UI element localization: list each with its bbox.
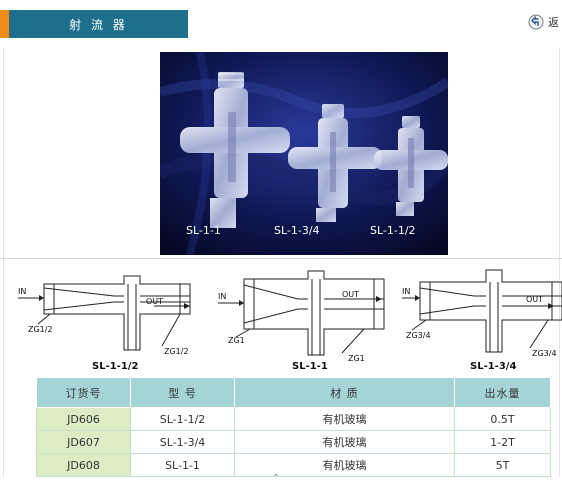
diagram-1-caption: SL-1-1/2: [92, 361, 139, 372]
diagram-2-left-thread-label: ZG1: [228, 336, 245, 345]
output-cell: 1-2T: [454, 430, 551, 454]
left-divider: [3, 48, 4, 478]
section-separator: [0, 258, 562, 259]
order-no-cell: JD608: [36, 453, 131, 477]
material-cell: 有机玻璃: [234, 407, 455, 431]
diagram-1-left-thread-label: ZG1/2: [28, 325, 53, 334]
photo-label-2: SL-1-3/4: [274, 224, 320, 237]
diagram-2-in-label: IN: [218, 292, 226, 301]
order-no-cell: JD607: [36, 430, 131, 454]
scroll-up-icon[interactable]: ⌃: [272, 473, 281, 484]
back-link-label: 返: [548, 16, 559, 29]
output-cell: 5T: [454, 453, 551, 477]
diagram-3-out-label: OUT: [526, 295, 543, 304]
col-header-order-no: 订货号: [36, 377, 131, 408]
diagram-sl-1-3-4: IN OUT ZG3/4 ZG3/4: [402, 269, 562, 358]
col-header-material: 材 质: [234, 377, 455, 408]
photo-label-1: SL-1-1: [186, 224, 221, 237]
model-cell: SL-1-3/4: [130, 430, 235, 454]
col-header-output: 出水量: [454, 377, 551, 408]
photo-label-3: SL-1-1/2: [370, 224, 416, 237]
table-row: JD607 SL-1-3/4 有机玻璃 1-2T: [36, 430, 551, 454]
ejector-large-photo: [180, 72, 290, 228]
back-link[interactable]: 返: [528, 14, 559, 30]
table-header-row: 订货号 型 号 材 质 出水量: [36, 377, 551, 408]
model-cell: SL-1-1/2: [130, 407, 235, 431]
table-row: JD608 SL-1-1 有机玻璃 5T: [36, 453, 551, 477]
table-row: JD606 SL-1-1/2 有机玻璃 0.5T: [36, 407, 551, 431]
right-divider: [559, 48, 560, 478]
spec-table: 订货号 型 号 材 质 出水量 JD606 SL-1-1/2 有机玻璃 0.5T…: [36, 377, 551, 477]
col-header-model: 型 号: [130, 377, 235, 408]
ejector-small-photo: [374, 116, 448, 216]
diagram-1-right-thread-label: ZG1/2: [164, 347, 189, 356]
diagram-1-out-label: OUT: [146, 297, 163, 306]
back-arrow-icon: [528, 14, 544, 30]
order-no-cell: JD606: [36, 407, 131, 431]
output-cell: 0.5T: [454, 407, 551, 431]
ejector-medium-photo: [288, 104, 382, 222]
diagram-2-right-thread-label: ZG1: [348, 354, 365, 363]
header-accent-bar: [0, 10, 9, 38]
diagram-3-in-label: IN: [402, 287, 410, 296]
section-title: 射 流 器: [69, 17, 128, 32]
diagram-sl-1-1: IN OUT ZG1 ZG1: [218, 270, 385, 363]
product-photo: SL-1-1 SL-1-3/4 SL-1-1/2: [160, 52, 448, 255]
diagram-3-caption: SL-1-3/4: [470, 361, 517, 372]
section-title-bar: 射 流 器: [9, 10, 188, 38]
diagram-1-in-label: IN: [18, 287, 26, 296]
diagram-2-out-label: OUT: [342, 290, 359, 299]
diagram-sl-1-1-2: IN OUT ZG1/2 ZG1/2: [18, 275, 191, 356]
diagram-3-left-thread-label: ZG3/4: [406, 331, 431, 340]
diagram-3-right-thread-label: ZG3/4: [532, 349, 557, 358]
diagram-2-caption: SL-1-1: [292, 361, 328, 372]
material-cell: 有机玻璃: [234, 430, 455, 454]
model-cell: SL-1-1: [130, 453, 235, 477]
material-cell: 有机玻璃: [234, 453, 455, 477]
